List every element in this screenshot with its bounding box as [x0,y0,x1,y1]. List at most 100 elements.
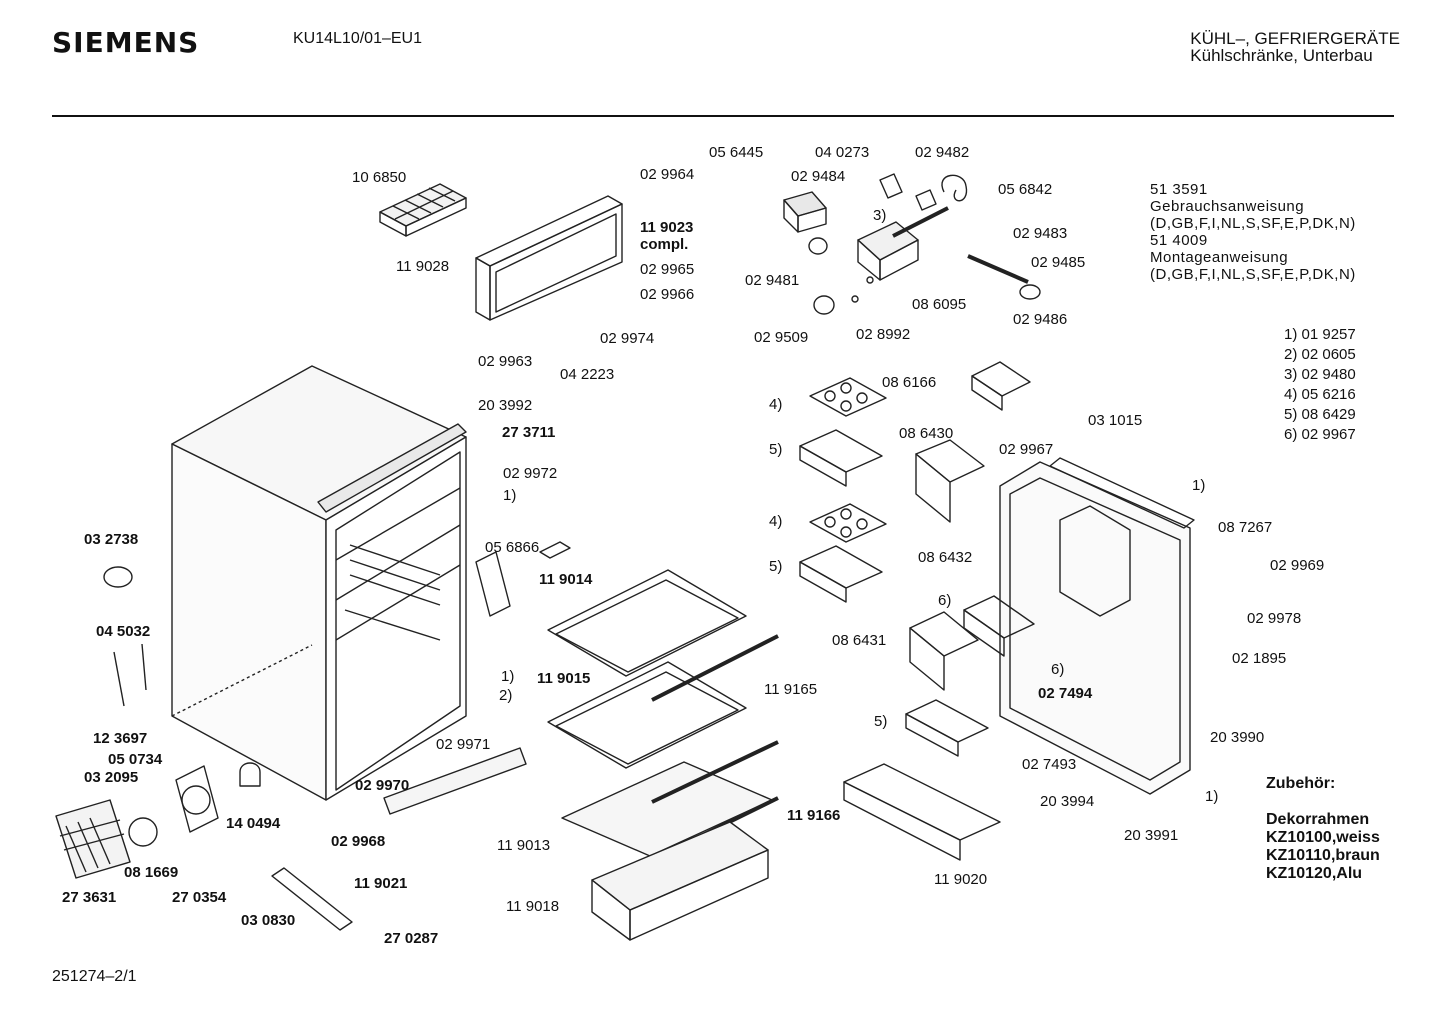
part-label: 1) [501,668,515,685]
glass-shelves [547,569,779,862]
accessory-item: KZ10120,Alu [1266,865,1363,882]
category-line-1: KÜHL–, GEFRIERGERÄTE [1190,29,1400,48]
part-label: 11 9166 [787,807,841,824]
footnote-item: 5) 08 6429 [1284,405,1356,425]
part-label: 02 9509 [754,329,809,346]
part-label: 1) [1205,788,1219,805]
part-label: 02 9978 [1247,610,1302,627]
part-label: compl. [640,236,689,253]
footnote-key: 3) [1284,366,1298,383]
model-number: KU14L10/01–EU1 [293,30,422,47]
footnote-item: 4) 05 6216 [1284,385,1356,405]
part-label: 27 3711 [502,424,556,441]
part-label: 02 7494 [1038,685,1093,702]
accessories-block: Zubehör: Dekorrahmen KZ10100,weiss KZ101… [1266,775,1380,883]
footnote-item: 3) 02 9480 [1284,365,1356,385]
part-label: 08 6431 [832,632,887,649]
footnote-item: 6) 02 9967 [1284,425,1356,445]
part-label: 02 9972 [503,465,558,482]
thermostat-assembly [783,173,1041,315]
part-label: 11 9018 [506,898,560,915]
part-label: 2) [499,687,513,704]
part-label: 02 8992 [856,326,911,343]
footnote-part: 05 6216 [1301,386,1356,403]
compressor-parts [55,541,571,931]
part-label: 02 9484 [791,168,846,185]
part-label: 02 9486 [1013,311,1068,328]
category-title: KÜHL–, GEFRIERGERÄTE Kühlschränke, Unter… [1190,30,1400,64]
part-label: 02 9971 [436,736,491,753]
part-label: 20 3991 [1124,827,1179,844]
part-label: 05 6445 [709,144,764,161]
accessories-subheading: Dekorrahmen [1266,811,1370,828]
footnote-item: 1) 01 9257 [1284,325,1356,345]
footnote-part: 02 9967 [1301,426,1356,443]
ice-tray [379,183,467,237]
part-label: 02 9963 [478,353,533,370]
part-label: 6) [1051,661,1065,678]
part-label: 11 9014 [539,571,593,588]
doc-number: 51 3591 [1150,181,1208,198]
part-label: 3) [873,207,887,224]
part-label: 02 9483 [1013,225,1068,242]
category-line-2: Kühlschränke, Unterbau [1190,46,1373,65]
part-label: 05 6866 [485,539,540,556]
part-label: 08 1669 [124,864,179,881]
part-label: 02 9965 [640,261,695,278]
footnote-key: 5) [1284,406,1298,423]
part-label: 03 0830 [241,912,296,929]
part-label: 12 3697 [93,730,148,747]
freezer-door [475,195,623,321]
fridge-door [999,457,1195,795]
part-label: 10 6850 [352,169,407,186]
door-bins [843,361,1035,861]
part-label: 08 6166 [882,374,937,391]
part-label: 6) [938,592,952,609]
part-label: 11 9015 [537,670,591,687]
part-label: 5) [769,558,783,575]
crisper-drawer [591,821,769,941]
footnote-part: 01 9257 [1301,326,1356,343]
footnote-part: 02 0605 [1301,346,1356,363]
part-label: 02 9968 [331,833,386,850]
cabinet-body [171,365,467,801]
part-label: 02 9974 [600,330,655,347]
part-label: 1) [1192,477,1206,494]
header-divider [52,115,1394,117]
part-label: 20 3990 [1210,729,1265,746]
footnote-key: 4) [1284,386,1298,403]
part-label: 27 0354 [172,889,227,906]
accessories-heading: Zubehör: [1266,775,1336,792]
part-label: 27 0287 [384,930,439,947]
part-label: 4) [769,396,783,413]
part-label: 27 3631 [62,889,117,906]
part-label: 20 3992 [478,397,533,414]
footnote-legend: 1) 01 9257 2) 02 0605 3) 02 9480 4) 05 6… [1284,325,1356,445]
brand-logo: SIEMENS [52,26,200,59]
part-label: 05 0734 [108,751,163,768]
part-label: 11 9165 [764,681,818,698]
part-label: 02 9481 [745,272,800,289]
part-label: 11 9028 [396,258,450,275]
part-label: 02 7493 [1022,756,1077,773]
part-label: 02 9966 [640,286,695,303]
footnote-part: 08 6429 [1301,406,1356,423]
part-label: 5) [874,713,888,730]
part-label: 03 1015 [1088,412,1143,429]
part-label: 08 6430 [899,425,954,442]
part-label: 02 9964 [640,166,695,183]
part-label: 4) [769,513,783,530]
doc-title: Montageanweisung [1150,249,1289,266]
part-label: 05 6842 [998,181,1053,198]
drawing-code: 251274–2/1 [52,968,137,985]
part-label: 11 9020 [934,871,988,888]
part-label: 5) [769,441,783,458]
part-label: 02 9970 [355,777,410,794]
part-label: 04 2223 [560,366,615,383]
footnote-key: 2) [1284,346,1298,363]
egg-trays [799,377,887,603]
part-label: 02 1895 [1232,650,1287,667]
doc-number: 51 4009 [1150,232,1208,249]
part-label: 04 0273 [815,144,870,161]
footnote-part: 02 9480 [1301,366,1356,383]
